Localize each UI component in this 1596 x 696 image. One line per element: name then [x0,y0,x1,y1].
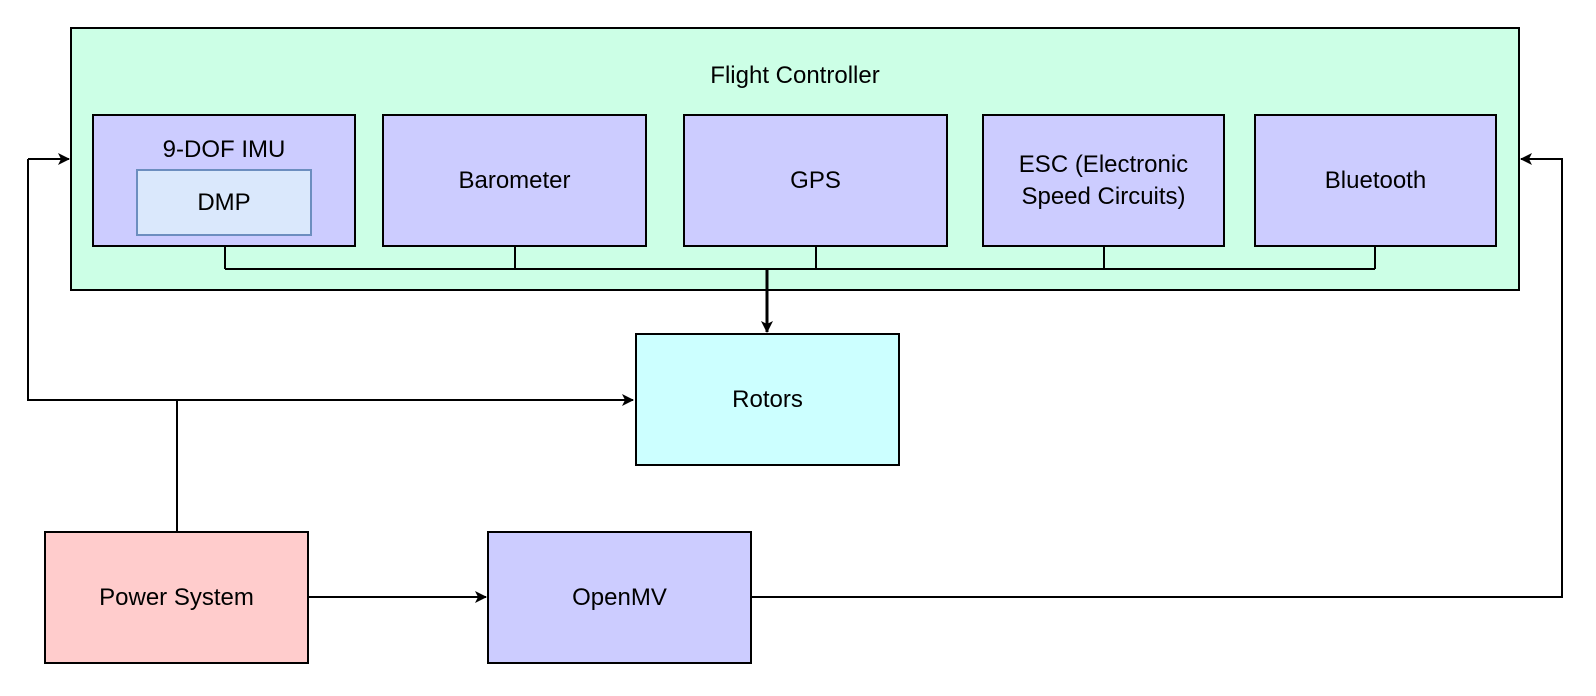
power-system-label: Power System [99,583,254,611]
power-system-node: Power System [44,531,309,664]
rotors-label: Rotors [732,385,803,413]
esc-node: ESC (Electronic Speed Circuits) [982,114,1225,247]
gps-node: GPS [683,114,948,247]
barometer-node: Barometer [382,114,647,247]
dmp-node: DMP [136,169,312,236]
rotors-node: Rotors [635,333,900,466]
openmv-to-fc-arrow [752,153,1563,598]
imu-label: 9-DOF IMU [162,136,286,163]
flight-controller-label: Flight Controller [710,62,880,89]
bluetooth-node: Bluetooth [1254,114,1497,247]
gps-label: GPS [790,166,841,194]
dmp-label: DMP [197,188,251,216]
bluetooth-label: Bluetooth [1324,166,1427,194]
barometer-label: Barometer [458,166,571,194]
power-lines [27,153,634,531]
esc-label: ESC (Electronic Speed Circuits) [1018,151,1189,210]
openmv-node: OpenMV [487,531,752,664]
openmv-label: OpenMV [572,583,667,611]
module-bus [224,246,1376,270]
